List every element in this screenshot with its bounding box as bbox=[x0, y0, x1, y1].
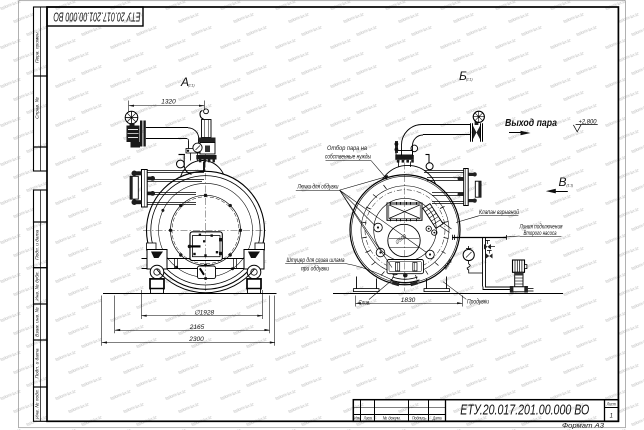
svg-text:1320: 1320 bbox=[161, 99, 176, 106]
svg-text:1: 1 bbox=[610, 414, 613, 420]
svg-text:Подп. и дата: Подп. и дата bbox=[35, 348, 41, 378]
svg-text:∅1928: ∅1928 bbox=[194, 309, 215, 316]
svg-text:Взам. инв. №: Взам. инв. № bbox=[35, 307, 41, 337]
svg-text:Линия подключения: Линия подключения bbox=[519, 224, 563, 230]
svg-text:А: А bbox=[180, 75, 189, 89]
svg-text:(1:1): (1:1) bbox=[188, 84, 195, 88]
svg-text:Лист: Лист bbox=[363, 415, 372, 420]
svg-text:Лючки для обдувки: Лючки для обдувки bbox=[297, 185, 339, 191]
svg-text:Изм: Изм bbox=[354, 415, 361, 420]
svg-text:(1:1): (1:1) bbox=[567, 184, 574, 188]
svg-text:Инв. № дубл.: Инв. № дубл. bbox=[35, 271, 41, 301]
svg-text:Выход пара: Выход пара bbox=[505, 118, 557, 129]
svg-text:2165: 2165 bbox=[189, 324, 205, 331]
svg-text:ЕТУ 20.017.201.00.000 ВО: ЕТУ 20.017.201.00.000 ВО bbox=[53, 10, 140, 24]
svg-text:+2,800: +2,800 bbox=[579, 120, 598, 126]
svg-text:Второго насоса: Второго насоса bbox=[524, 231, 557, 237]
svg-text:Клапан взрывной: Клапан взрывной bbox=[479, 209, 520, 216]
svg-text:№ докум.: № докум. bbox=[383, 415, 401, 420]
svg-text:Перв. примен.: Перв. примен. bbox=[35, 31, 41, 63]
svg-text:Отбор пара на: Отбор пара на bbox=[327, 146, 368, 152]
svg-text:2300: 2300 bbox=[188, 336, 204, 343]
svg-text:Лист: Лист bbox=[606, 402, 616, 407]
svg-text:Подп. и дата: Подп. и дата bbox=[35, 229, 41, 259]
svg-text:(1:1): (1:1) bbox=[466, 78, 473, 82]
svg-text:1830: 1830 bbox=[401, 297, 416, 304]
svg-text:Штуцер для слива шлама: Штуцер для слива шлама bbox=[287, 258, 346, 264]
svg-text:Справ. №: Справ. № bbox=[35, 97, 41, 119]
svg-text:Формат А3: Формат А3 bbox=[562, 423, 604, 430]
svg-text:собственные нужды: собственные нужды bbox=[325, 155, 371, 161]
svg-text:В: В bbox=[559, 175, 567, 189]
svg-text:ЕТУ.20.017.201.00.000 ВО: ЕТУ.20.017.201.00.000 ВО bbox=[460, 402, 589, 418]
svg-text:МАФ: МАФ bbox=[443, 258, 454, 271]
svg-text:Слив.: Слив. bbox=[359, 301, 371, 307]
svg-text:Продувки: Продувки bbox=[467, 299, 490, 305]
svg-text:Подпись: Подпись bbox=[412, 415, 426, 420]
svg-text:Б: Б bbox=[459, 69, 467, 83]
svg-text:Дата: Дата bbox=[432, 415, 442, 420]
svg-text:Инв. № подл.: Инв. № подл. bbox=[35, 389, 41, 419]
svg-text:при обдувки: при обдувки bbox=[301, 267, 330, 273]
